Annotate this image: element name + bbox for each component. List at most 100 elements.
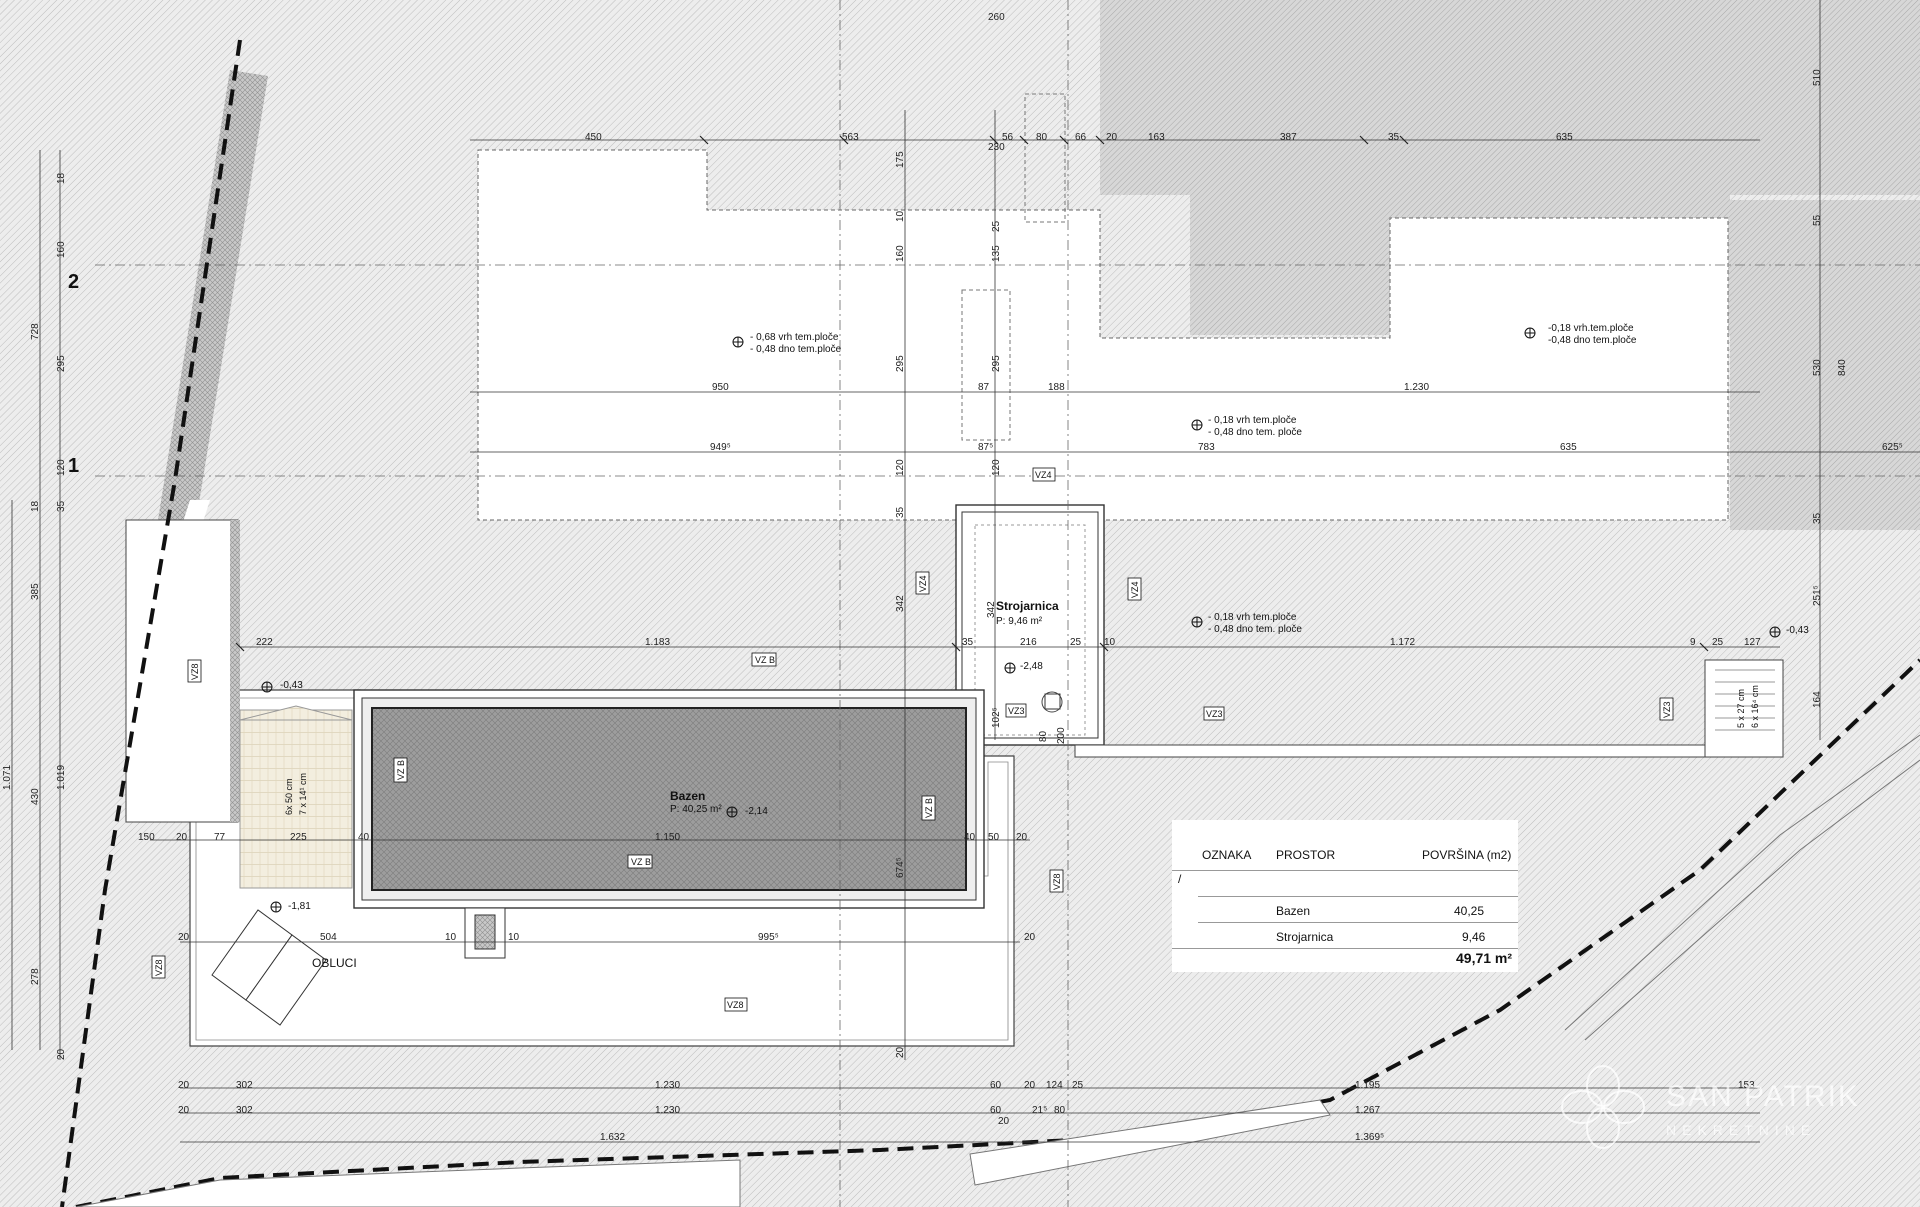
dim-top-8: 387 [1280,132,1297,143]
dim-20-d: 20 [1024,932,1036,943]
room-bazen-area: P: 40,25 m² [670,804,722,815]
dim-vm-295: 295 [895,355,906,372]
legend-row-area: 40,25 [1454,904,1485,918]
legend-rule-3 [1198,922,1518,923]
dim-127: 127 [1744,637,1761,648]
dim-vm-120: 120 [895,459,906,476]
dim-top-3: 56 [1002,132,1014,143]
legend-header-povrsina: POVRŠINA (m2) [1422,848,1512,862]
dim-35-a: 35 [962,637,974,648]
dim-vm-10: 10 [895,210,906,222]
legend-total: 49,71 m² [1456,950,1513,966]
dim-77: 77 [214,832,226,843]
dim-b2-20: 20 [178,1105,190,1116]
dim-vr-2515: 251⁵ [1812,585,1823,606]
dim-vl-18b: 18 [30,500,41,512]
dim-10-c: 10 [508,932,520,943]
dim-b1-1230: 1.230 [655,1080,680,1091]
legend-row-strojarnica: Strojarnica 9,46 [1172,924,1518,950]
dim-top-11: 230 [988,142,1005,153]
level-7: -1,81 [288,901,311,912]
dim-b2-1267: 1.267 [1355,1105,1380,1116]
dim-vm-160: 160 [895,245,906,262]
dim-b2-1230: 1.230 [655,1105,680,1116]
dim-20-a: 20 [176,832,188,843]
dim-150: 150 [138,832,155,843]
dim-20-c: 20 [178,932,190,943]
dim-1172: 1.172 [1390,637,1415,648]
dim-b1-20b: 20 [1024,1080,1036,1091]
dim-vl-120: 120 [56,459,67,476]
label-deck-2: 7 x 14¹ cm [298,773,308,815]
dim-216: 216 [1020,637,1037,648]
tag-vz3-1: VZ3 [1008,706,1025,716]
dim-vl-278: 278 [30,968,41,985]
clover-logo-icon [1561,1065,1645,1149]
dim-222: 222 [256,637,273,648]
legend-header-oznaka: OZNAKA [1202,848,1252,862]
dim-b1-153: 153 [1738,1080,1755,1091]
dim-50: 50 [988,832,1000,843]
dim-vm-175: 175 [895,151,906,168]
dim-vm-135: 135 [991,245,1002,262]
dim-950: 950 [712,382,729,393]
dim-1150: 1.150 [655,832,680,843]
tag-vz8-4: VZ8 [727,1000,744,1010]
tag-vz4-2: VZ4 [918,575,928,592]
room-strojarnica-name: Strojarnica [996,599,1059,613]
dim-9: 9 [1690,637,1696,648]
dim-top-5: 66 [1075,132,1087,143]
level-1a: - 0,68 vrh tem.ploče [750,332,839,343]
dim-b1-124: 124 [1046,1080,1063,1091]
dim-vl-385: 385 [30,583,41,600]
level-3a: - 0,18 vrh tem.ploče [1208,415,1297,426]
dim-top-9: 35 [1388,132,1400,143]
watermark: SAN PATRIK NEKRETNINE [1548,1062,1878,1152]
dim-6255: 625⁵ [1882,442,1903,453]
dim-vr-530: 530 [1812,359,1823,376]
dim-vl-18: 18 [56,172,67,184]
dim-vl-1019: 1.019 [56,765,67,790]
dim-vm-120b: 120 [991,459,1002,476]
dim-top-7: 163 [1148,132,1165,143]
tag-vz4-1: VZ4 [1035,470,1052,480]
tag-vz8-2: VZ8 [1052,873,1062,890]
tag-vz3-3: VZ3 [1662,701,1672,718]
level-4b: - 0,48 dno tem. ploče [1208,624,1302,635]
dim-vm-35: 35 [895,506,906,518]
dim-vm-200: 200 [1056,727,1067,744]
dim-40-a: 40 [358,832,370,843]
room-strojarnica-area: P: 9,46 m² [996,616,1043,627]
level-5: -0,43 [280,680,303,691]
dim-225: 225 [290,832,307,843]
dim-vl-430: 430 [30,788,41,805]
dim-b2-302: 302 [236,1105,253,1116]
axis-label-2: 2 [68,271,79,293]
dim-87: 87 [978,382,990,393]
dim-top-10: 635 [1556,132,1573,143]
dim-top-2: 563 [842,132,859,143]
legend-row-bazen: Bazen 40,25 [1172,898,1518,924]
level-3b: - 0,48 dno tem. ploče [1208,427,1302,438]
dim-10-a: 10 [1104,637,1116,648]
axis-label-1: 1 [68,455,79,477]
room-bazen-name: Bazen [670,789,705,803]
level-4a: - 0,18 vrh tem.ploče [1208,612,1297,623]
dim-vm-20: 20 [895,1046,906,1058]
dim-vm-295b: 295 [991,355,1002,372]
dim-top-12: 260 [988,12,1005,23]
dim-vl-20: 20 [56,1048,67,1060]
tag-vzb-2: VZ B [396,760,406,780]
dim-b1-25: 25 [1072,1080,1084,1091]
dim-vl-295: 295 [56,355,67,372]
dim-b2-80: 80 [1054,1105,1066,1116]
dim-vr-840: 840 [1837,359,1848,376]
legend-row-area: 9,46 [1462,930,1486,944]
legend-row-prostor: Bazen [1276,904,1311,918]
watermark-title: SAN PATRIK [1666,1080,1860,1113]
legend-rule-2 [1198,896,1518,897]
dim-b1-60: 60 [990,1080,1002,1091]
dim-vm-80: 80 [1038,730,1049,742]
dim-25-b: 25 [1712,637,1724,648]
